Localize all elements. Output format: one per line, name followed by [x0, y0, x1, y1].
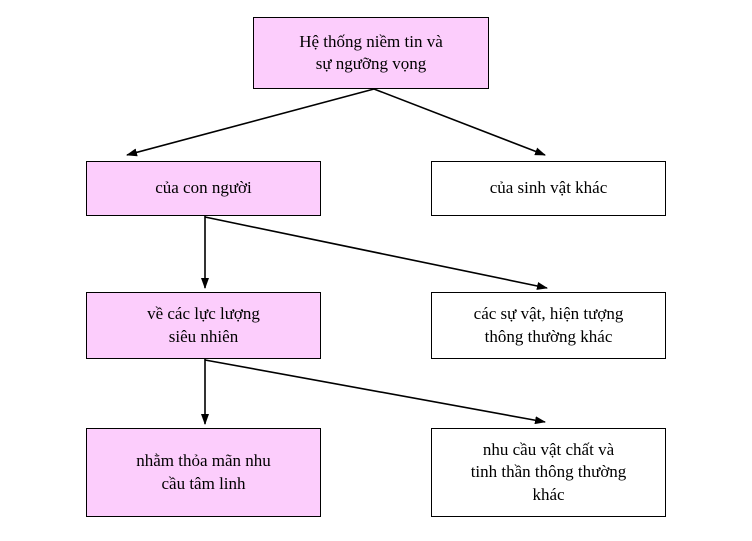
node-belief-system[interactable]: Hệ thống niềm tin và sự ngưỡng vọng: [253, 17, 489, 89]
node-supernatural-label: về các lực lượng siêu nhiên: [147, 304, 260, 346]
node-material-need[interactable]: nhu cầu vật chất và tinh thần thông thườ…: [431, 428, 666, 517]
node-supernatural[interactable]: về các lực lượng siêu nhiên: [86, 292, 321, 359]
edge-human-to-ordinary-things: [204, 216, 548, 290]
node-other-creatures[interactable]: của sinh vật khác: [431, 161, 666, 216]
node-belief-system-label: Hệ thống niềm tin và sự ngưỡng vọng: [299, 31, 443, 73]
node-ordinary-things-label: các sự vật, hiện tượng thông thường khác: [473, 304, 624, 346]
node-other-creatures-label: của sinh vật khác: [489, 178, 608, 198]
node-human-label: của con người: [155, 178, 252, 198]
edge-supernatural-to-material-need: [204, 359, 546, 425]
edge-root-to-other-creatures: [373, 88, 546, 156]
node-ordinary-things[interactable]: các sự vật, hiện tượng thông thường khác: [431, 292, 666, 359]
edge-root-to-human: [126, 88, 375, 157]
node-human[interactable]: của con người: [86, 161, 321, 216]
node-material-need-label: nhu cầu vật chất và tinh thần thông thườ…: [470, 439, 627, 504]
node-spiritual-need[interactable]: nhằm thỏa mãn nhu cầu tâm linh: [86, 428, 321, 517]
node-spiritual-need-label: nhằm thỏa mãn nhu cầu tâm linh: [136, 451, 271, 493]
